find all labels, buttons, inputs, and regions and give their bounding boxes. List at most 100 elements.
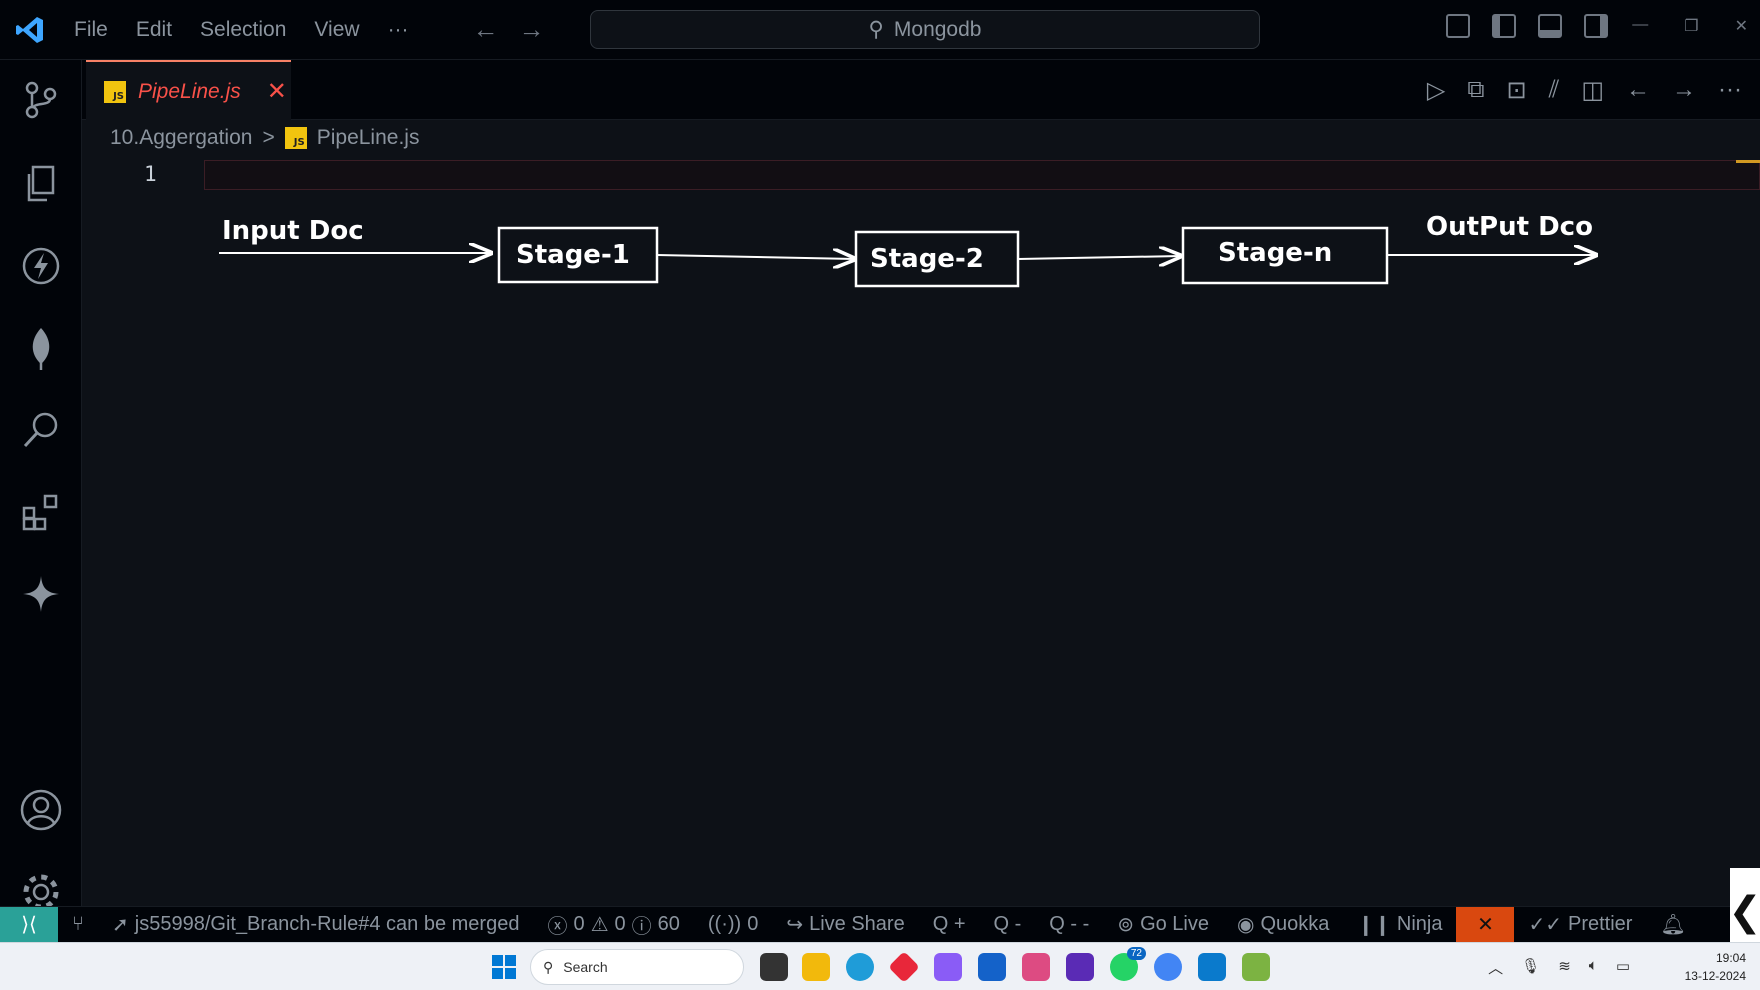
quokka-icon[interactable]: ⫽ <box>1548 76 1560 103</box>
settings-gear-icon[interactable] <box>0 862 82 922</box>
account-icon[interactable] <box>0 780 82 840</box>
toggle-panel-icon[interactable] <box>1538 14 1562 38</box>
microsoft-store-icon[interactable] <box>978 953 1006 981</box>
info-icon: ⓘ <box>631 916 652 938</box>
close-all-icon[interactable]: ⧉ <box>1467 76 1485 103</box>
editor-actions: ▷ ⧉ ⊡ ⫽ ◫ ← → ··· <box>1427 76 1742 105</box>
battery-icon[interactable]: ▭ <box>1615 958 1630 975</box>
whatsapp-badge: 72 <box>1126 947 1146 960</box>
sparkle-icon[interactable] <box>0 564 82 624</box>
vscode-taskbar-icon[interactable] <box>1198 953 1226 981</box>
back-arrow-icon[interactable]: ← <box>472 14 499 44</box>
toggle-secondary-sidebar-icon[interactable] <box>1584 14 1608 38</box>
open-preview-icon[interactable]: ⊡ <box>1506 77 1527 104</box>
arrow-stage-2-to-n <box>1017 256 1181 259</box>
disconnected-plug-icon[interactable]: ✕ <box>1456 906 1515 943</box>
microphone-icon[interactable]: 🎙︎ <box>1521 958 1541 975</box>
menu-file[interactable]: File <box>74 17 108 41</box>
q-minus-minus-button[interactable]: Q - - <box>1049 913 1090 935</box>
explorer-icon[interactable] <box>0 154 82 214</box>
shield-app-icon[interactable] <box>1242 953 1270 981</box>
go-forward-icon[interactable]: → <box>1672 76 1697 103</box>
ports-count: 0 <box>747 913 759 935</box>
file-explorer-icon[interactable] <box>802 953 830 981</box>
ninja-button[interactable]: ❙❙ Ninja <box>1343 912 1456 937</box>
toggle-sidebar-icon[interactable] <box>1492 14 1516 38</box>
windows-taskbar: ⚲ Search 72 ︿ 🎙︎ ≋ 🔈︎ ▭ 19:04 13-12-2024 <box>0 942 1760 990</box>
go-live-button[interactable]: ⊚ Go Live <box>1103 912 1223 937</box>
customize-layout-icon[interactable] <box>1446 14 1470 38</box>
red-diamond-app-icon[interactable] <box>888 951 920 983</box>
breadcrumb-file[interactable]: PipeLine.js <box>316 126 420 149</box>
current-line-highlight[interactable] <box>204 160 1760 190</box>
lightning-icon[interactable] <box>0 236 82 296</box>
remote-indicator-icon[interactable]: ⟩⟨ <box>0 906 58 943</box>
edge-browser-icon[interactable] <box>846 953 874 981</box>
taskbar-search-box[interactable]: ⚲ Search <box>530 949 744 985</box>
menu-view[interactable]: View <box>314 17 360 41</box>
chrome-icon[interactable] <box>1154 953 1182 981</box>
snipping-tool-icon[interactable] <box>1022 953 1050 981</box>
system-tray: ︿ 🎙︎ ≋ 🔈︎ ▭ <box>1488 957 1630 978</box>
source-control-icon[interactable] <box>0 70 82 130</box>
more-actions-icon[interactable]: ··· <box>1718 76 1742 103</box>
pause-icon: ❙❙ <box>1357 914 1391 936</box>
menu-edit[interactable]: Edit <box>135 17 173 41</box>
tab-label: PipeLine.js <box>138 79 241 103</box>
chevron-right-icon: > <box>262 126 275 149</box>
close-window-icon[interactable]: ✕ <box>1734 18 1748 35</box>
problems-status[interactable]: ⓧ 0 ⚠ 0 ⓘ 60 <box>533 910 693 939</box>
search-icon[interactable] <box>0 400 82 460</box>
menu-more[interactable]: ··· <box>387 17 409 41</box>
command-center-text: Mongodb <box>893 17 982 41</box>
wifi-icon[interactable]: ≋ <box>1558 958 1571 975</box>
overview-ruler-mark <box>1736 160 1760 163</box>
search-icon: ⚲ <box>543 958 554 975</box>
stage-2-label: Stage-2 <box>870 244 984 274</box>
task-view-icon[interactable] <box>760 953 788 981</box>
volume-icon[interactable]: 🔈︎ <box>1588 957 1598 974</box>
radio-tower-icon: ⊚ <box>1117 914 1135 936</box>
split-editor-icon[interactable]: ◫ <box>1581 77 1605 104</box>
star-app-icon[interactable] <box>1066 953 1094 981</box>
q-minus-button[interactable]: Q - <box>993 913 1022 935</box>
chevron-up-icon[interactable]: ︿ <box>1488 960 1504 977</box>
collapse-panel-chevron-icon[interactable]: ❮ <box>1728 868 1760 956</box>
quokka-button[interactable]: ◉ Quokka <box>1223 912 1343 937</box>
run-icon[interactable]: ▷ <box>1426 77 1446 104</box>
pull-request-status[interactable]: ➚ js55998/Git_Branch-Rule#4 can be merge… <box>98 912 533 937</box>
taskbar-search-placeholder: Search <box>563 959 608 975</box>
breadcrumb-folder[interactable]: 10.Aggergation <box>110 126 253 149</box>
live-share-icon: ↪ <box>786 914 804 936</box>
tab-pipeline-js[interactable]: JS PipeLine.js ✕ <box>86 60 291 121</box>
q-plus-button[interactable]: Q + <box>932 913 966 935</box>
close-tab-icon[interactable]: ✕ <box>266 78 287 105</box>
activity-bar <box>0 60 82 910</box>
input-doc-label: Input Doc <box>222 216 364 246</box>
extensions-icon[interactable] <box>0 482 82 542</box>
pipeline-diagram: Input Doc Stage-1 Stage-2 Stage-n OutPut… <box>219 212 1620 288</box>
menu-selection[interactable]: Selection <box>200 17 287 41</box>
forward-arrow-icon[interactable]: → <box>518 14 545 44</box>
js-file-icon: JS <box>284 127 307 149</box>
whatsapp-icon[interactable]: 72 <box>1110 947 1146 981</box>
git-graph-icon[interactable]: ⑂ <box>72 913 84 935</box>
ports-status[interactable]: ((·)) 0 <box>694 913 772 936</box>
live-share-button[interactable]: ↪ Live Share <box>772 912 918 937</box>
vscode-logo-icon <box>0 0 60 60</box>
prettier-button[interactable]: ✓✓ Prettier <box>1514 912 1646 937</box>
quokka-label: Quokka <box>1260 913 1330 935</box>
copilot-icon[interactable] <box>934 953 962 981</box>
minimize-icon[interactable]: — <box>1632 16 1649 33</box>
command-center[interactable]: ⚲ Mongodb <box>590 10 1260 49</box>
eye-icon: ◉ <box>1237 914 1255 936</box>
mongodb-leaf-icon[interactable] <box>0 318 82 378</box>
notifications-bell-icon[interactable]: 🔔︎ <box>1660 914 1686 936</box>
go-back-icon[interactable]: ← <box>1626 76 1651 103</box>
system-clock[interactable]: 19:04 13-12-2024 <box>1685 949 1746 985</box>
broadcast-icon: ((·)) <box>707 913 742 935</box>
breadcrumb: 10.Aggergation > JS PipeLine.js <box>110 126 419 150</box>
windows-start-icon[interactable] <box>492 955 516 979</box>
restore-icon[interactable]: ❐ <box>1684 18 1699 35</box>
status-bar: ⟩⟨ ⑂ ➚ js55998/Git_Branch-Rule#4 can be … <box>0 906 1760 943</box>
